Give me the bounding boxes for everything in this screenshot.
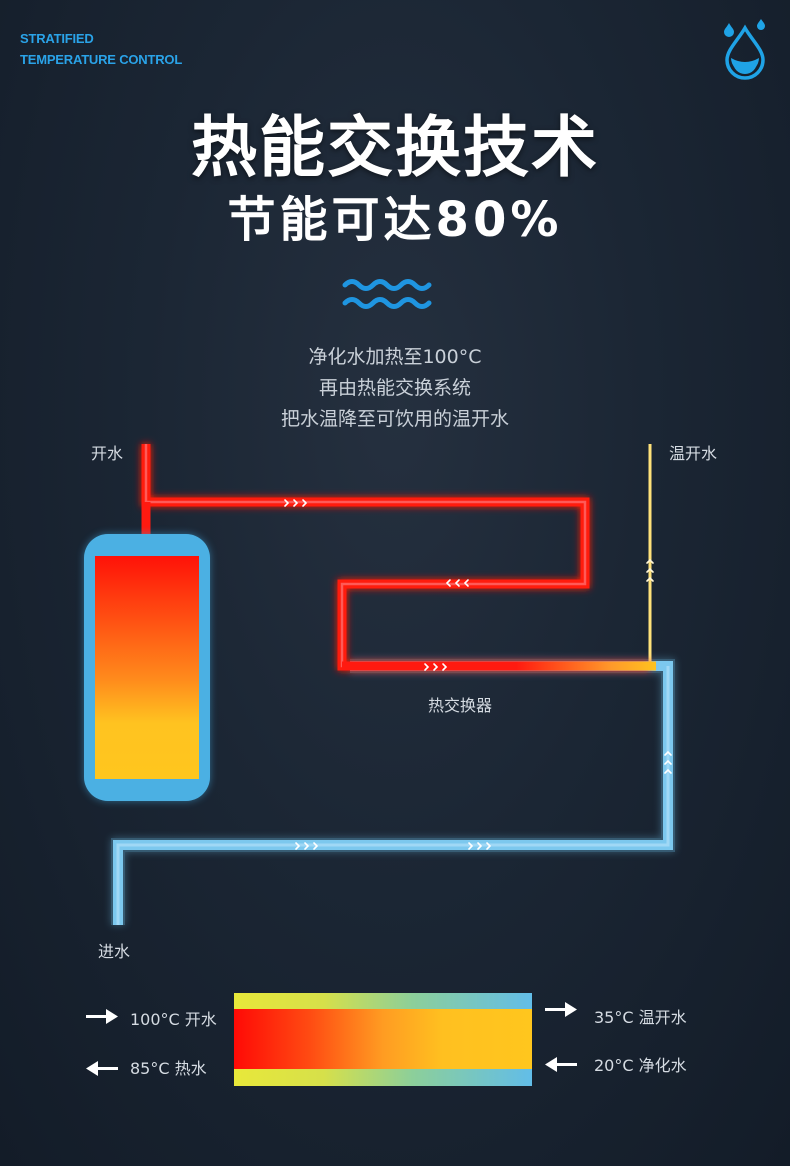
label-heat-exchanger: 热交换器: [428, 696, 493, 715]
headline-subtitle: 节能可达80%: [227, 192, 563, 248]
arrow-left-icon: [86, 1061, 118, 1076]
description-line-2: 再由热能交换系统: [318, 377, 471, 399]
label-boiling-water: 开水: [91, 444, 124, 463]
legend-purified-in: 20°C 净化水: [594, 1056, 687, 1075]
hot-water-pipe: [141, 444, 650, 671]
legend-warm-out: 35°C 温开水: [594, 1008, 687, 1027]
description-line-1: 净化水加热至100°C: [308, 346, 482, 368]
brand-line-2: TEMPERATURE CONTROL: [20, 52, 183, 67]
temperature-bar: [234, 993, 532, 1086]
brand-label: STRATIFIED TEMPERATURE CONTROL: [20, 28, 182, 70]
legend-hot-out: 85°C 热水: [130, 1059, 207, 1078]
legend-boiling-in: 100°C 开水: [130, 1010, 217, 1029]
description-line-3: 把水温降至可饮用的温开水: [280, 408, 509, 430]
label-water-inlet: 进水: [98, 942, 131, 961]
arrow-right-icon: [86, 1009, 118, 1024]
arrow-right-icon: [545, 1002, 577, 1017]
cold-water-pipe: [111, 659, 675, 925]
label-warm-water: 温开水: [669, 444, 718, 463]
water-tank: [84, 534, 210, 801]
headline-title: 热能交换技术: [191, 109, 599, 186]
brand-line-1: STRATIFIED: [20, 31, 94, 46]
description: 净化水加热至100°C 再由热能交换系统 把水温降至可饮用的温开水: [0, 342, 790, 435]
arrow-left-icon: [545, 1057, 577, 1072]
